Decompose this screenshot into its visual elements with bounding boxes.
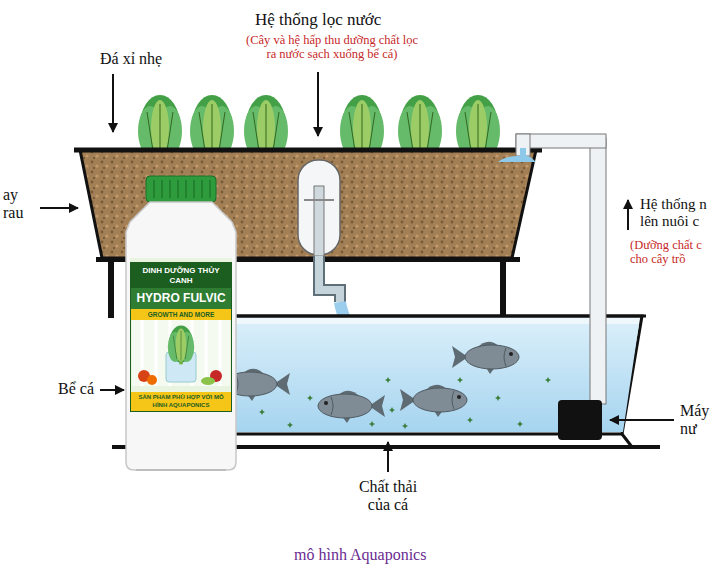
fish-waste: [389, 407, 395, 413]
nutrient-bottle: [126, 202, 236, 470]
grow-bed: [74, 148, 542, 153]
nutrient-bottle: [142, 312, 220, 386]
annotation-label: Máy nư: [680, 402, 717, 439]
pump-pipe: [558, 400, 602, 440]
nutrient-bottle: [154, 180, 210, 198]
annotation-label: (Dưỡng chất c cho cây trồ: [630, 238, 716, 267]
annotation-label: Chất thải của cá: [349, 478, 427, 515]
fish-waste: [402, 423, 408, 429]
pointer-arrow: [112, 74, 114, 132]
pointer-arrow: [40, 207, 78, 209]
fish-waste: [307, 395, 313, 401]
fish: [223, 342, 519, 423]
nutrient-bottle: [168, 325, 194, 364]
bell-siphon: [298, 160, 340, 255]
bell-siphon: [319, 256, 340, 302]
label-text: SẢN PHẨM PHÙ HỢP VỚI MÔ HÌNH AQUAPONICS: [131, 392, 231, 410]
pointer-arrow: [387, 442, 389, 472]
fish-waste: [457, 377, 463, 383]
fish-waste: [495, 395, 501, 401]
fish: [400, 385, 467, 417]
pointer-arrow: [317, 72, 319, 136]
fish-waste: [545, 377, 551, 383]
pointer-arrow: [627, 200, 629, 230]
nutrient-bottle: [136, 469, 226, 471]
nutrient-bottle: [201, 377, 215, 385]
fish: [452, 342, 519, 374]
pointer-arrow: [40, 72, 674, 472]
pump-pipe: [520, 148, 526, 160]
pointer-arrow: [100, 389, 124, 391]
annotation-label: (Cây và hệ hấp thu dưỡng chất lọc ra nướ…: [244, 33, 420, 62]
annotation-label: Bể cá: [58, 380, 94, 398]
figure-caption: mô hình Aquaponics: [294, 546, 426, 564]
fish-waste: [517, 421, 523, 427]
nutrient-bottle: [146, 176, 216, 202]
pointer-arrow: [610, 419, 674, 421]
pump-pipe: [498, 134, 606, 440]
fish-waste: [369, 421, 375, 427]
fish-waste: [385, 377, 391, 383]
annotation-label: Đá xỉ nhẹ: [100, 50, 162, 68]
annotation-label: Hệ thống n lên nuôi c: [640, 196, 718, 231]
grow-bed: [108, 258, 114, 318]
label-text: HYDRO FULVIC: [131, 288, 231, 308]
fish-waste: [259, 377, 573, 429]
fish-waste: [287, 422, 293, 428]
nutrient-bottle: [130, 258, 232, 398]
label-text: GROWTH AND MORE: [131, 309, 231, 321]
pump-pipe: [498, 156, 536, 162]
bell-siphon: [304, 199, 334, 201]
nutrient-bottle: [126, 176, 236, 470]
fish-waste: [259, 409, 265, 415]
annotation-label: Hệ thống lọc nước: [255, 10, 381, 30]
product-label: DINH DƯỠNG THỦY CANHHYDRO FULVICGROWTH A…: [130, 262, 232, 412]
fish: [318, 391, 385, 423]
annotation-label: ay rau: [3, 186, 33, 223]
fish-waste: [467, 417, 473, 423]
nutrient-bottle: [147, 375, 157, 385]
nutrient-bottle: [132, 312, 230, 386]
bell-siphon: [314, 186, 324, 256]
bell-siphon: [319, 256, 340, 302]
pump-pipe: [590, 138, 606, 404]
label-text: DINH DƯỠNG THỦY CANH: [131, 263, 231, 288]
grow-bed: [500, 258, 506, 318]
